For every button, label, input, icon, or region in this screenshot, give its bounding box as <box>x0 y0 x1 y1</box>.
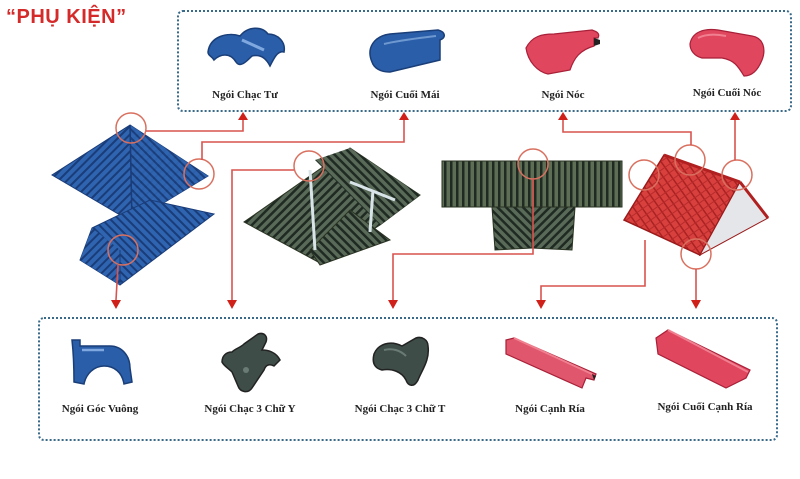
accessory-ngoi-chac-3-chu-y: Ngói Chạc 3 Chữ Y <box>190 330 310 415</box>
ngoi-cuoi-mai-icon <box>369 29 445 73</box>
accessory-label: Ngói Cuối Cạnh Ría <box>657 401 753 413</box>
callout-circles <box>107 112 753 270</box>
ngoi-canh-ria-icon <box>505 337 597 389</box>
arrow-down-icon <box>227 300 237 309</box>
bottom-accessories-panel <box>38 317 778 441</box>
accessory-ngoi-cuoi-noc: Ngói Cuối Nóc <box>672 20 782 99</box>
accessory-label: Ngói Cuối Mái <box>370 89 440 101</box>
arrow-heads <box>111 112 740 309</box>
connector-lines <box>115 118 736 302</box>
ngoi-chac-tu-icon <box>207 27 286 68</box>
accessory-ngoi-goc-vuong: Ngói Góc Vuông <box>50 334 150 415</box>
arrow-up-icon <box>238 112 248 120</box>
ngoi-chac-3-chu-y-icon <box>221 332 281 393</box>
accessory-label: Ngói Chạc 3 Chữ Y <box>204 403 296 415</box>
top-accessories-panel <box>177 10 792 112</box>
arrow-down-icon <box>388 300 398 309</box>
arrow-up-icon <box>399 112 409 120</box>
ngoi-goc-vuong-icon <box>71 339 133 385</box>
dark-green-t-roof <box>441 160 623 251</box>
arrow-down-icon <box>691 300 701 309</box>
accessory-ngoi-cuoi-canh-ria: Ngói Cuối Cạnh Ría <box>640 326 770 413</box>
accessory-label: Ngói Cuối Nóc <box>692 87 762 99</box>
accessory-label: Ngói Chạc Tư <box>212 89 278 101</box>
dark-green-hip-roof <box>243 147 421 266</box>
ngoi-cuoi-noc-icon <box>689 28 765 77</box>
blue-valley-roof <box>79 199 216 286</box>
arrow-down-icon <box>536 300 546 309</box>
accessory-label: Ngói Nóc <box>541 89 585 101</box>
arrow-up-icon <box>558 112 568 120</box>
ngoi-cuoi-canh-ria-icon <box>655 329 751 389</box>
accessory-ngoi-canh-ria: Ngói Cạnh Ría <box>495 334 605 415</box>
red-gable-roof <box>622 153 770 257</box>
ngoi-chac-3-chu-t-icon <box>372 336 430 386</box>
accessory-label: Ngói Góc Vuông <box>61 403 139 415</box>
arrow-up-icon <box>730 112 740 120</box>
arrow-down-icon <box>111 300 121 309</box>
accessory-ngoi-chac-3-chu-t: Ngói Chạc 3 Chữ T <box>340 330 460 415</box>
accessory-label: Ngói Cạnh Ría <box>515 403 585 415</box>
accessory-ngoi-chac-tu: Ngói Chạc Tư <box>195 22 295 101</box>
accessory-ngoi-cuoi-mai: Ngói Cuối Mái <box>350 22 460 101</box>
accessory-label: Ngói Chạc 3 Chữ T <box>354 403 446 415</box>
page-title: “PHỤ KIỆN” <box>6 6 127 28</box>
accessory-ngoi-noc: Ngói Nóc <box>508 22 618 101</box>
ngoi-noc-icon <box>525 29 600 75</box>
